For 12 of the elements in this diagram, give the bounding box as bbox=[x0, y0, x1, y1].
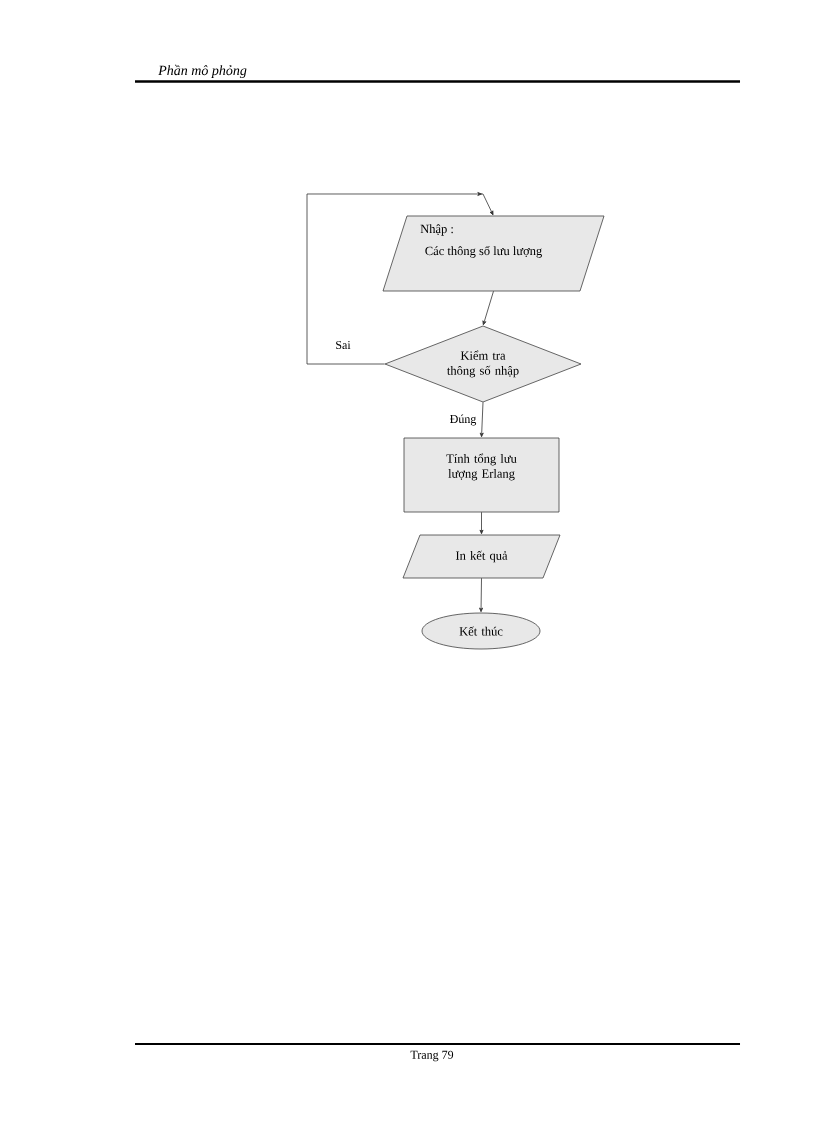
edge-label: Đúng bbox=[450, 414, 477, 426]
edge-label: Sai bbox=[336, 340, 351, 350]
process-box: Tính tổng lưu lượng Erlang bbox=[403, 437, 560, 513]
input-output-parallelogram: Nhập : Các thông số lưu lượng bbox=[382, 215, 605, 292]
page-heading: Phần mô phỏng bbox=[158, 64, 247, 78]
arrow bbox=[306, 192, 494, 365]
arrow bbox=[479, 577, 484, 613]
arrow bbox=[479, 401, 484, 438]
page-number: Trang 79 bbox=[410, 1050, 454, 1062]
arrow bbox=[479, 511, 484, 535]
input-output-parallelogram: In kết quả bbox=[402, 534, 561, 579]
arrow bbox=[482, 290, 494, 326]
